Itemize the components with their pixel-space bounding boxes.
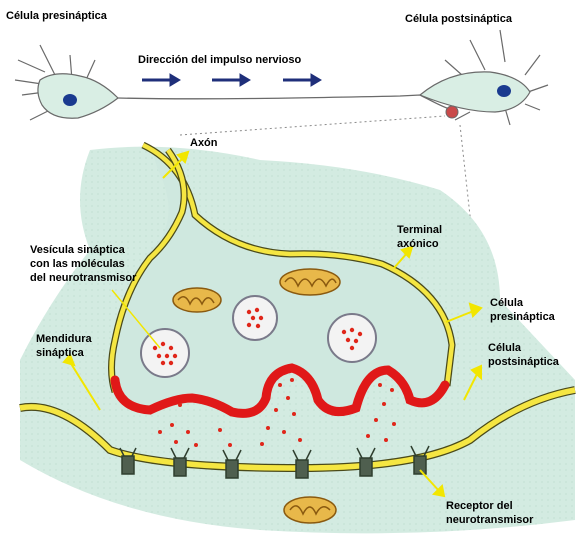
released-neurotransmitters [158,378,396,447]
label-receptor-line-1: Receptor del [446,500,513,512]
label-synaptic-vesicle-line-3: del neurotransmisor [30,272,137,284]
receptor-6 [410,445,430,475]
presynaptic-nucleus [63,94,77,106]
label-postsynaptic-cell-line-1: Célula [488,342,522,354]
label-synaptic-cleft-line-2: sináptica [36,347,84,359]
vesicle-neurotransmitters [152,307,363,366]
mitochondria [172,268,341,524]
axon-line [117,94,453,111]
label-postsynaptic-cell-top: Célula postsináptica [405,13,512,25]
receptor-2 [170,447,190,477]
label-pointers [62,150,483,498]
label-axon: Axón [190,137,218,149]
label-presynaptic-cell-line-2: presináptica [490,311,555,323]
synapse-zoom-spot [445,105,459,119]
label-axon-terminal-line-2: axónico [397,238,439,250]
label-axon-terminal-line-1: Terminal [397,224,443,236]
receptors [119,445,430,479]
label-synaptic-vesicle-line-2: con las moléculas [30,258,125,270]
label-synaptic-cleft: Mendidura sináptica [36,332,92,360]
label-impulse-direction: Dirección del impulso nervioso [138,54,302,66]
label-postsynaptic-cell: Célula postsináptica [488,341,559,369]
receptor-5 [356,447,376,477]
postsynaptic-neuron [418,29,549,126]
receptor-1 [119,447,137,475]
label-presynaptic-cell-top: Célula presináptica [6,10,107,22]
active-zone-membrane [110,363,450,418]
label-synaptic-vesicle: Vesícula sináptica con las moléculas del… [30,243,136,285]
impulse-arrows [142,73,322,87]
label-postsynaptic-cell-line-2: postsináptica [488,356,559,368]
label-synaptic-cleft-line-1: Mendidura [36,333,92,345]
receptor-3 [222,449,242,479]
label-axon-terminal: Terminal axónico [397,223,442,251]
presynaptic-neuron [14,44,119,121]
label-presynaptic-cell: Célula presináptica [490,296,555,324]
receptor-4 [292,449,312,479]
label-presynaptic-cell-line-1: Célula [490,297,524,309]
postsynaptic-nucleus [497,85,511,97]
label-synaptic-vesicle-line-1: Vesícula sináptica [30,244,125,256]
label-receptor: Receptor del neurotransmisor [446,499,533,527]
label-receptor-line-2: neurotransmisor [446,514,534,526]
